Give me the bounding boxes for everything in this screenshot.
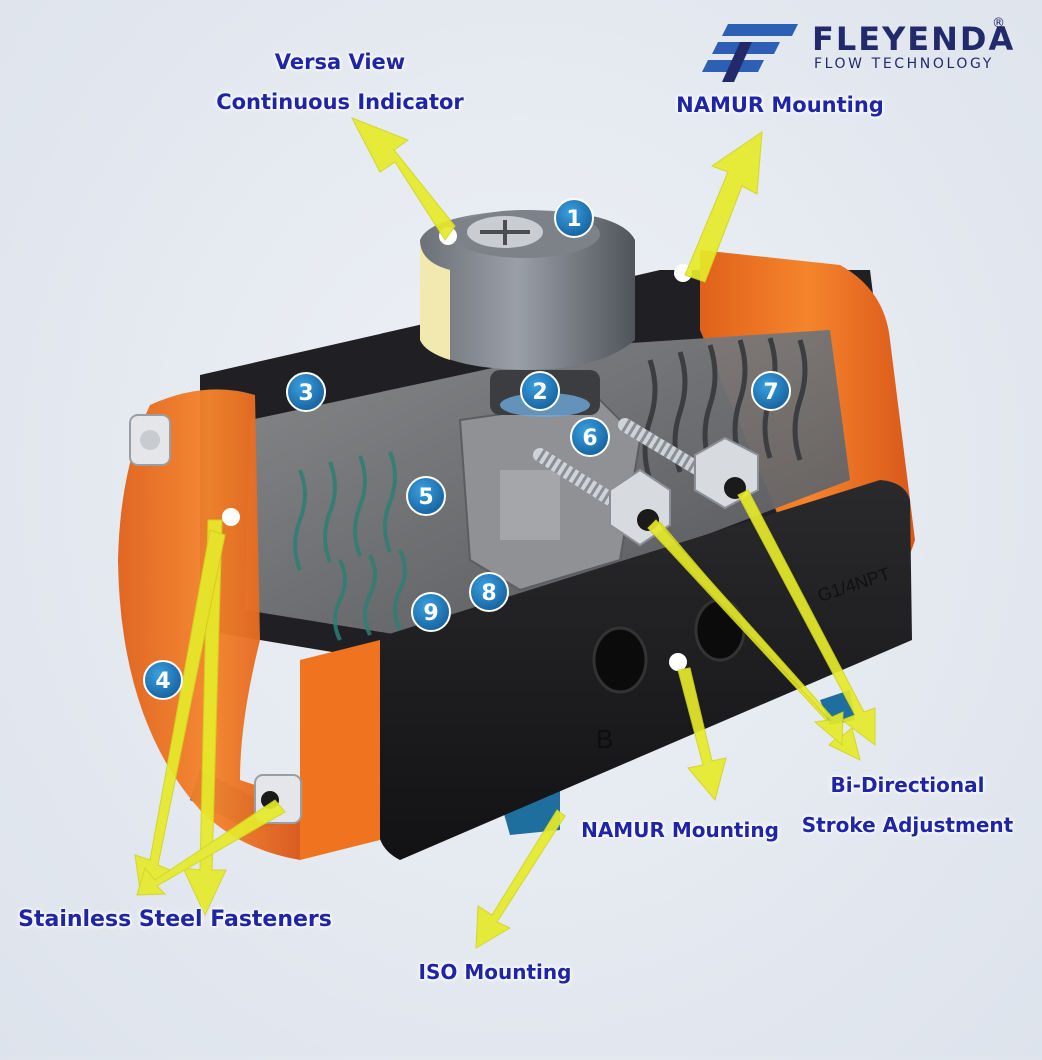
arrow-iso [475,809,566,949]
part-badges: 1 2 3 4 5 6 7 [143,198,791,700]
label-bi-directional-line1: Bi-Directional [830,773,985,797]
arrow-bi-directional-2 [737,489,876,747]
badge-9-label: 9 [423,601,438,626]
label-stainless-fasteners: Stainless Steel Fasteners [18,907,332,932]
badge-2: 2 [520,371,560,411]
position-indicator [420,210,635,417]
label-namur-bottom: NAMUR Mounting [581,818,779,842]
badge-4-label: 4 [155,669,170,694]
brand-name: FLEYENDA [812,20,1016,58]
badge-2-label: 2 [532,380,547,405]
badge-3: 3 [286,372,326,412]
arrow-stainless-3 [136,799,286,896]
label-versa-view: Versa View Continuous Indicator [200,42,480,122]
left-cap-front-face [300,640,380,860]
port-a [592,626,648,694]
brand-registered-mark: ® [992,16,1005,31]
port-b [694,598,746,662]
label-versa-view-line1: Versa View [274,50,406,74]
badge-7: 7 [751,371,791,411]
badge-8-label: 8 [481,581,496,606]
rack-piston [500,470,560,540]
badge-1-label: 1 [566,207,581,232]
arrow-namur-top [684,130,763,283]
badge-4: 4 [143,660,183,700]
badge-1: 1 [554,198,594,238]
badge-3-label: 3 [298,381,313,406]
brand-logo: FLEYENDA ® FLOW TECHNOLOGY [700,16,1020,86]
badge-9: 9 [411,592,451,632]
badge-6-label: 6 [582,426,597,451]
arrow-bi-directional-3 [647,519,844,747]
label-iso-mounting: ISO Mounting [418,960,572,984]
badge-5-label: 5 [418,485,433,510]
brand-tagline: FLOW TECHNOLOGY [814,56,994,72]
port-letter: B [596,724,613,754]
arrow-namur-bottom [677,667,727,802]
label-versa-view-line2: Continuous Indicator [216,90,464,114]
arrow-stainless-1 [182,519,227,917]
badge-8: 8 [469,572,509,612]
callout-arrows [134,117,876,949]
label-bi-directional-line2: Stroke Adjustment [801,813,1014,837]
badge-7-label: 7 [763,380,778,405]
arrow-versa-view [350,117,456,241]
label-namur-top: NAMUR Mounting [676,93,884,117]
badge-6: 6 [570,417,610,457]
brand-mark-icon [702,24,798,82]
label-bi-directional: Bi-Directional Stroke Adjustment [795,765,1020,845]
badge-5: 5 [406,476,446,516]
left-springs [293,451,407,641]
